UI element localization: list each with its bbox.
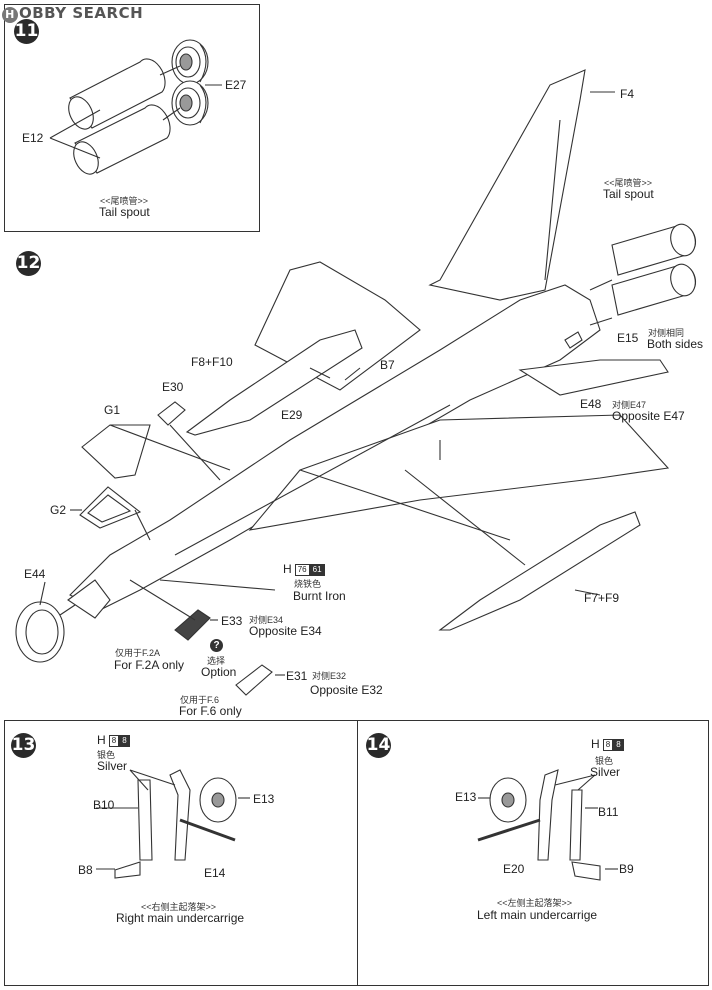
label-e31: E31	[286, 669, 308, 683]
label-e13-left: E13	[455, 790, 477, 804]
label-e48: E48	[580, 397, 602, 411]
intake-ring	[15, 601, 65, 663]
paint-code: H	[97, 733, 106, 747]
nose-cone	[67, 579, 111, 619]
label-b7: B7	[380, 358, 395, 372]
opposite-e34-label: Opposite E34	[249, 624, 322, 638]
label-b8: B8	[78, 863, 93, 877]
for-f2a-label: For F.2A only	[114, 658, 185, 672]
option-cn: 选择	[207, 656, 226, 666]
both-sides-label: Both sides	[647, 337, 704, 351]
label-e44: E44	[24, 567, 46, 581]
fuselage	[69, 284, 601, 611]
step-12-number: 12	[16, 251, 41, 276]
label-e15: E15	[617, 331, 639, 345]
door-b9	[571, 861, 601, 881]
paint-swatch-61: 61	[309, 564, 325, 577]
label-g1: G1	[104, 403, 121, 417]
label-e27: E27	[225, 78, 247, 92]
label-f8-f10: F8+F10	[191, 355, 233, 369]
caption-tail-spout-cn: <<尾喷管>>	[100, 196, 149, 206]
burnt-iron-cn: 烧铁色	[294, 579, 322, 589]
option-marker: ?	[210, 639, 223, 652]
tailplane	[518, 359, 669, 396]
part-e15	[564, 331, 583, 349]
paint-swatch-8-dark: 8	[613, 739, 624, 752]
tail-spout-cn: <<尾喷管>>	[604, 178, 653, 188]
windscreen-g2	[79, 486, 142, 529]
label-b10: B10	[93, 798, 115, 812]
label-e14: E14	[204, 866, 226, 880]
step-11-panel	[4, 4, 260, 232]
caption-left-cn: <<左侧主起落架>>	[497, 898, 573, 908]
silver-cn-13: 银色	[97, 750, 116, 760]
opposite-e34-cn: 对侧E34	[249, 615, 284, 625]
part-e31	[235, 664, 273, 696]
door-b8	[114, 861, 141, 879]
paint-swatch-8: 8	[602, 739, 614, 752]
label-g2: G2	[50, 503, 67, 517]
paint-code: H	[283, 562, 292, 576]
strut-main-right	[169, 769, 191, 861]
vertical-fin	[428, 69, 586, 301]
label-b9: B9	[619, 862, 634, 876]
part-e33	[174, 609, 211, 641]
label-e13-right: E13	[253, 792, 275, 806]
lower-wing	[248, 414, 670, 531]
nozzle-upper	[171, 39, 209, 85]
step-14-number: 14	[366, 733, 391, 758]
overwing-tank-upper	[185, 329, 363, 436]
option-label: Option	[201, 665, 237, 679]
step-11-number: 11	[14, 19, 39, 44]
silver-label-13: Silver	[97, 759, 128, 773]
opposite-e47-label: Opposite E47	[612, 409, 685, 423]
leg-b10	[137, 779, 153, 861]
burnt-iron-label: Burnt Iron	[293, 589, 346, 603]
paint-swatch-8-dark: 8	[119, 735, 130, 748]
label-f7-f9: F7+F9	[584, 591, 620, 605]
tail-spout-label: Tail spout	[603, 187, 654, 201]
paint-swatch-8: 8	[108, 735, 120, 748]
paint-code: H	[591, 737, 600, 751]
tail-spout-cylinder-upper	[68, 58, 166, 130]
opposite-e32-cn: 对侧E32	[312, 671, 347, 681]
label-e20: E20	[503, 862, 525, 876]
silver-cn-14: 银色	[595, 756, 614, 766]
label-e30: E30	[162, 380, 184, 394]
label-e33: E33	[221, 614, 243, 628]
opposite-e32-label: Opposite E32	[310, 683, 383, 697]
ventral-tank	[438, 511, 641, 631]
leg-b11	[569, 789, 583, 861]
caption-right-cn: <<右侧主起落架>>	[141, 902, 217, 912]
paint-swatch-76: 76	[294, 564, 310, 577]
both-sides-cn: 对侧相同	[648, 328, 685, 338]
caption-tail-spout: Tail spout	[99, 205, 150, 219]
nozzle-lower	[171, 80, 209, 126]
label-b11: B11	[598, 805, 619, 819]
part-e30	[157, 401, 186, 426]
for-f2a-cn: 仅用于F.2A	[115, 648, 161, 658]
label-e12: E12	[22, 131, 44, 145]
strut-main-left	[537, 769, 559, 861]
step-14-panel	[357, 720, 709, 986]
for-f6-cn: 仅用于F.6	[180, 695, 220, 705]
silver-label-14: Silver	[590, 765, 621, 779]
opposite-e47-cn: 对侧E47	[612, 400, 647, 410]
step-13-number: 13	[11, 733, 36, 758]
caption-left-main-undercarrige: Left main undercarrige	[477, 908, 598, 922]
label-f4: F4	[620, 87, 635, 101]
label-e29: E29	[281, 408, 303, 422]
for-f6-label: For F.6 only	[179, 704, 242, 718]
canopy-g1	[81, 424, 151, 479]
caption-right-main-undercarrige: Right main undercarrige	[116, 911, 245, 925]
tail-spout-step12	[611, 223, 696, 316]
